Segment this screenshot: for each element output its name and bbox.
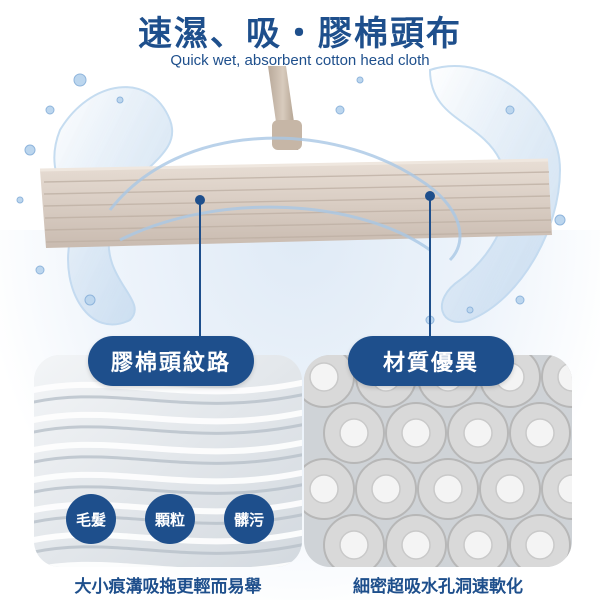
material-label-pill: 材質優異 bbox=[348, 336, 514, 386]
callout-lines bbox=[195, 191, 435, 340]
dirt-badge: 髒污 bbox=[224, 494, 274, 544]
material-closeup-panel bbox=[304, 355, 572, 567]
water-droplets bbox=[16, 73, 566, 325]
texture-label-pill: 膠棉頭紋路 bbox=[88, 336, 254, 386]
pore-texture-image bbox=[304, 355, 572, 567]
page-subtitle: Quick wet, absorbent cotton head cloth bbox=[170, 52, 430, 69]
hair-badge: 毛髮 bbox=[66, 494, 116, 544]
material-caption: 細密超吸水孔洞速軟化 bbox=[353, 577, 523, 597]
right-callout-dot bbox=[425, 191, 435, 201]
texture-caption: 大小痕溝吸拖更輕而易舉 bbox=[74, 577, 262, 597]
particle-badge: 顆粒 bbox=[145, 494, 195, 544]
mop-handle bbox=[268, 66, 302, 150]
water-arc bbox=[108, 136, 462, 262]
handle-joint bbox=[272, 120, 302, 150]
left-callout-dot bbox=[195, 195, 205, 205]
page-title: 速濕、吸・膠棉頭布 bbox=[138, 14, 462, 54]
